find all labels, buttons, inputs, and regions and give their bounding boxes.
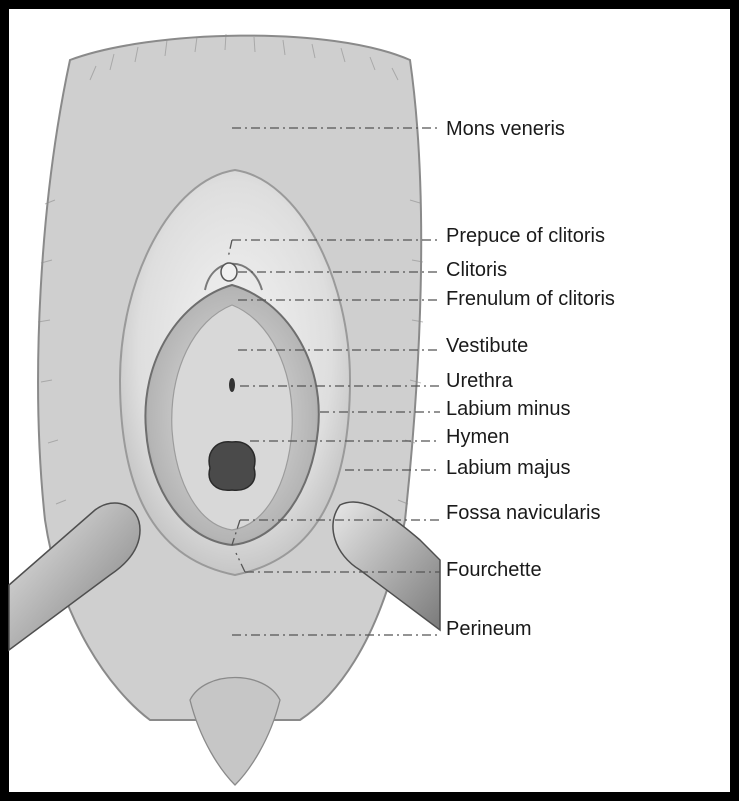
urethra-shape [229,378,235,392]
label-mons-veneris: Mons veneris [446,118,565,140]
label-perineum: Perineum [446,618,532,640]
perineum-shape [190,678,280,786]
label-labium-majus: Labium majus [446,457,571,479]
hymen-shape [209,442,255,490]
label-vestibute: Vestibute [446,335,528,357]
label-prepuce-of-clitoris: Prepuce of clitoris [446,225,605,247]
label-frenulum-of-clitoris: Frenulum of clitoris [446,288,615,310]
label-urethra: Urethra [446,370,514,392]
label-clitoris: Clitoris [446,259,507,281]
label-hymen: Hymen [446,426,509,448]
labels: Mons veneris Prepuce of clitoris Clitori… [446,118,615,640]
label-labium-minus: Labium minus [446,398,571,420]
clitoris-shape [221,263,237,281]
label-fourchette: Fourchette [446,559,542,581]
label-fossa-navicularis: Fossa navicularis [446,502,601,524]
